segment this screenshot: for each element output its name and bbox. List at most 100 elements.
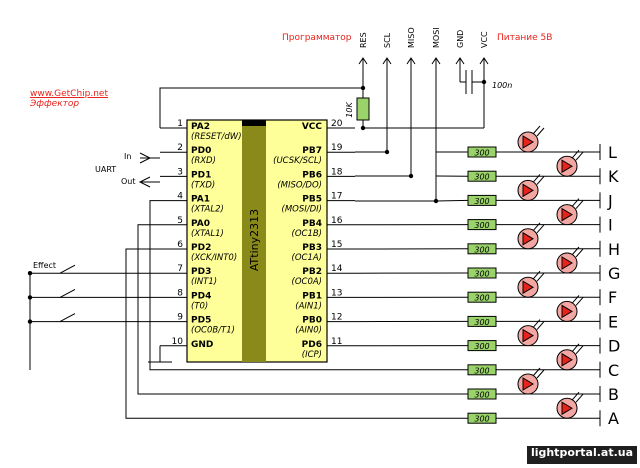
led-diode bbox=[522, 280, 534, 295]
led-diode bbox=[561, 256, 573, 270]
right-pin-name: PB1 bbox=[302, 291, 322, 301]
header-column-label: MISO bbox=[407, 27, 416, 48]
led-ray bbox=[532, 222, 541, 232]
led-ray bbox=[575, 151, 584, 161]
header-column-label: VCC bbox=[480, 31, 489, 48]
led-ray bbox=[536, 369, 545, 379]
led-ray bbox=[571, 343, 580, 353]
pullup-resistor bbox=[356, 97, 370, 121]
components bbox=[27, 79, 578, 424]
right-pin-name: PB4 bbox=[302, 219, 322, 229]
led-diode bbox=[561, 304, 573, 319]
left-pin-name: GND bbox=[191, 340, 213, 350]
left-pin-number: 1 bbox=[177, 119, 183, 129]
left-pin-number: 6 bbox=[177, 240, 183, 250]
right-pin-number: 19 bbox=[331, 143, 343, 153]
left-pin-function: (TXD) bbox=[191, 180, 215, 190]
led-diode bbox=[561, 401, 573, 416]
led-resistor-label: 300 bbox=[474, 221, 489, 230]
output-label-L: L bbox=[608, 143, 617, 162]
wires bbox=[29, 57, 601, 427]
led-diode bbox=[561, 159, 573, 174]
led-ray bbox=[571, 246, 580, 256]
junction-dot bbox=[360, 125, 366, 131]
right-pin-function: (MOSI/DI) bbox=[282, 205, 322, 215]
uart-in-label: In bbox=[124, 152, 132, 161]
right-pin-function: (UCSK/SCL) bbox=[273, 156, 322, 166]
header-column-label: RES bbox=[359, 32, 368, 48]
led-resistor bbox=[467, 194, 497, 206]
led-resistor bbox=[467, 291, 497, 303]
led-resistor bbox=[467, 267, 497, 279]
left-pin-number: 5 bbox=[177, 216, 183, 226]
brand-subtitle: Эффектор bbox=[30, 99, 80, 109]
chip-name: ATtiny2313 bbox=[248, 209, 261, 271]
watermark: lightportal.at.ua bbox=[527, 446, 637, 464]
right-pin-number: 12 bbox=[331, 313, 342, 323]
output-label-A: A bbox=[608, 409, 619, 428]
left-pin-name: PD3 bbox=[191, 267, 211, 277]
led-diode bbox=[561, 207, 573, 222]
led-resistor-label: 300 bbox=[474, 294, 489, 303]
right-pin-number: 14 bbox=[331, 264, 343, 274]
left-pin-function: (XTAL1) bbox=[191, 229, 224, 239]
right-pin-name: PB6 bbox=[302, 170, 322, 180]
left-pin-name: PA2 bbox=[191, 122, 210, 132]
left-pin-function: (RESET/dW) bbox=[191, 132, 242, 142]
led-diode bbox=[522, 377, 534, 391]
pullup-resistor-label: 10K bbox=[345, 102, 354, 118]
right-pin-name: VCC bbox=[302, 122, 323, 132]
junction-dot bbox=[27, 319, 33, 324]
led-ray bbox=[575, 393, 584, 403]
right-pin-number: 18 bbox=[331, 167, 343, 177]
led-ray bbox=[571, 295, 580, 304]
right-pin-number: 17 bbox=[331, 192, 342, 202]
left-pin-number: 8 bbox=[177, 288, 183, 298]
right-pin-name: PB7 bbox=[302, 146, 322, 156]
right-pin-name: PB0 bbox=[302, 316, 322, 326]
switch-lever bbox=[59, 264, 76, 274]
output-route-wire bbox=[125, 248, 468, 419]
led-ray bbox=[575, 345, 584, 355]
led-ray bbox=[532, 125, 541, 135]
left-pin-name: PD0 bbox=[191, 146, 211, 156]
right-pin-number: 15 bbox=[331, 240, 342, 250]
left-pin-number: 9 bbox=[177, 313, 183, 323]
led-resistor bbox=[467, 243, 497, 255]
right-pin-name: PB5 bbox=[302, 195, 322, 205]
led-diode bbox=[561, 352, 573, 367]
led-resistor-label: 300 bbox=[474, 366, 489, 375]
junction-dot bbox=[408, 173, 414, 179]
led-ray bbox=[571, 198, 580, 207]
capacitor-label: 100n bbox=[492, 81, 513, 90]
brand-link[interactable]: www.GetChip.net bbox=[30, 89, 108, 99]
switch-lever bbox=[59, 288, 76, 298]
led-ray bbox=[536, 224, 545, 234]
right-pin-number: 13 bbox=[331, 288, 342, 298]
led-diode bbox=[522, 135, 534, 149]
led-resistor bbox=[467, 388, 497, 400]
header-column-label: SCL bbox=[383, 32, 392, 48]
left-pin-name: PD5 bbox=[191, 316, 211, 326]
output-route-wire bbox=[137, 224, 468, 395]
effect-label: Effect bbox=[33, 261, 57, 270]
power-label: Питание 5В bbox=[497, 33, 553, 43]
led-resistor-label: 300 bbox=[474, 318, 489, 327]
left-pin-name: PA0 bbox=[191, 219, 210, 229]
led-resistor-label: 300 bbox=[474, 270, 489, 279]
left-pin-function: (XCK/INT0) bbox=[191, 253, 237, 263]
led-ray bbox=[532, 367, 541, 377]
led-resistor bbox=[467, 315, 497, 327]
left-pin-function: (OC0B/T1) bbox=[191, 326, 235, 336]
output-label-D: D bbox=[608, 337, 620, 356]
left-pin-function: (RXD) bbox=[191, 156, 216, 166]
right-pin-function: (MISO/DO) bbox=[277, 180, 322, 190]
led-ray bbox=[536, 127, 545, 137]
led-diode bbox=[522, 231, 534, 246]
led-ray bbox=[575, 248, 584, 258]
junction-dot bbox=[481, 79, 487, 85]
right-pin-function: (AIN1) bbox=[295, 301, 322, 311]
right-pin-function: (OC1B) bbox=[292, 229, 323, 239]
